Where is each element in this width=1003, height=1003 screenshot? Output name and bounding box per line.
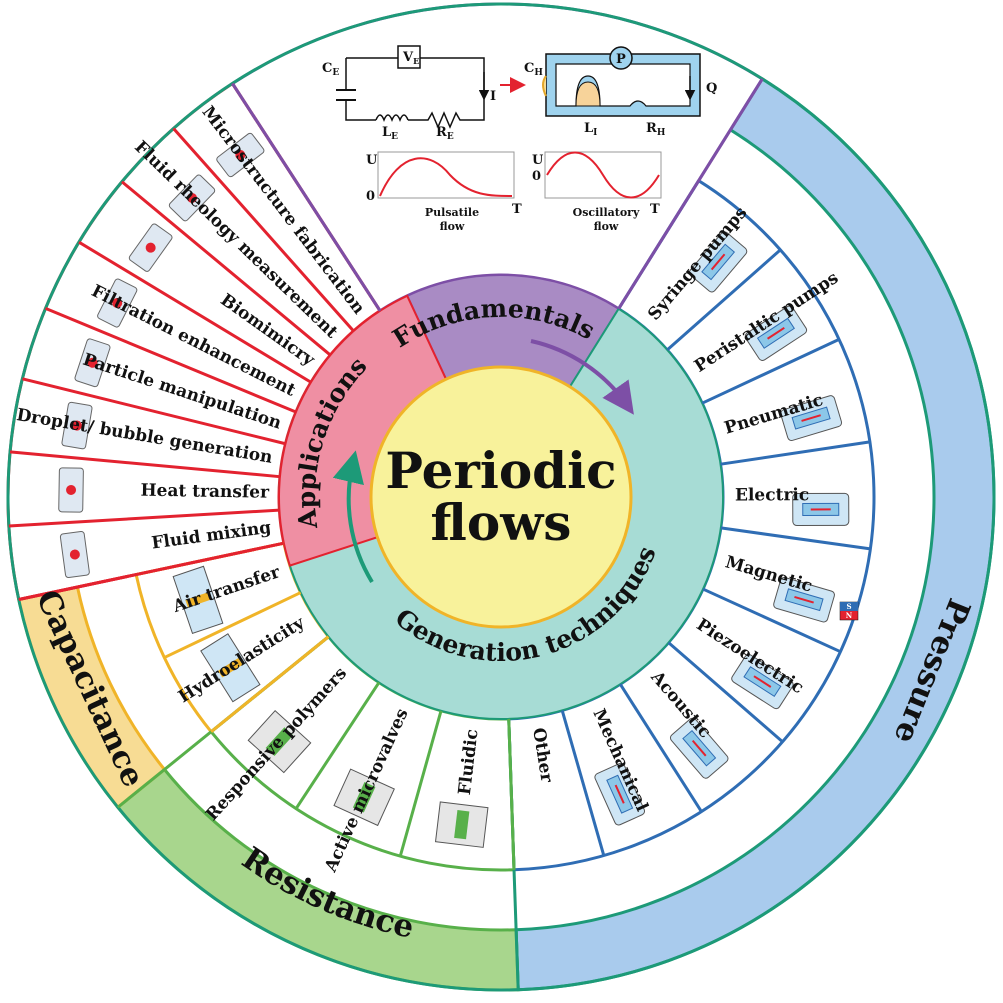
oscillatory-zero: 0	[532, 169, 541, 184]
magnet-n-label: N	[846, 611, 853, 620]
oscillatory-plot	[545, 152, 661, 198]
pressure-method-label: Electric	[735, 485, 809, 505]
oscillatory-caption2: flow	[594, 220, 619, 233]
application-label: Heat transfer	[140, 481, 270, 503]
magnet-s-label: S	[846, 602, 851, 611]
oscillatory-u: U	[532, 153, 544, 168]
oscillatory-t: T	[650, 202, 660, 217]
center-title-line1: Periodic	[385, 441, 616, 500]
pulsatile-u: U	[366, 153, 378, 168]
oscillatory-caption1: Oscillatory	[573, 206, 640, 219]
resistance-illustration	[436, 802, 488, 847]
label-p: P	[616, 52, 626, 67]
label-i: I	[490, 89, 496, 104]
pulsatile-plot	[378, 152, 514, 198]
label-q: Q	[706, 81, 717, 96]
application-illustration	[60, 531, 90, 578]
pulsatile-t: T	[512, 202, 522, 217]
application-illustration	[59, 468, 84, 512]
pulsatile-caption2: flow	[440, 220, 465, 233]
pulsatile-zero: 0	[366, 189, 375, 204]
pulsatile-caption1: Pulsatile	[425, 206, 479, 219]
center-title-line2: flows	[431, 493, 572, 552]
